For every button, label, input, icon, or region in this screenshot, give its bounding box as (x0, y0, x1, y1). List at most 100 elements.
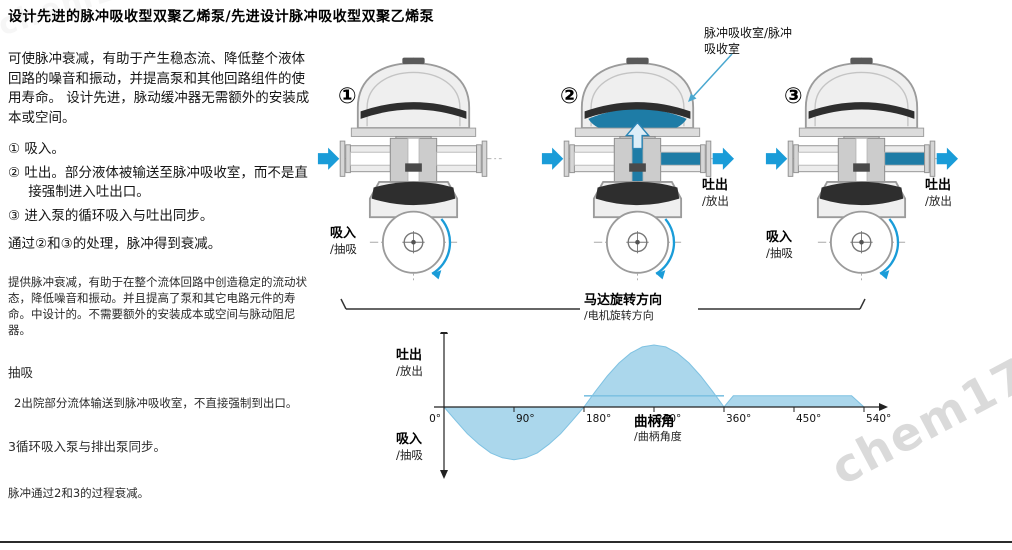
pump-cross-section (317, 57, 502, 281)
step-2: ② 吐出。部分液体被输送至脉冲吸收室，而不是直接强制进入吐出口。 (8, 164, 308, 201)
x-tick-label: 450° (796, 413, 821, 425)
suction-axis-main: 吸入 (396, 432, 423, 447)
pump-diagram-2 (540, 52, 735, 284)
rotation-arrow-icon (879, 218, 900, 275)
pipe-assembly (563, 121, 712, 183)
top-cap (626, 57, 649, 65)
discharge-channel (660, 151, 702, 166)
center-channel (855, 137, 868, 183)
flow-arrows (765, 147, 959, 170)
discharge-label-sub: /放出 (702, 194, 729, 209)
page-title: 设计先进的脉冲吸收型双聚乙烯泵/先进设计脉冲吸收型双聚乙烯泵 (8, 9, 435, 25)
left-text-column: 可使脉冲衰减，有助于产生稳态流、降低整个液体回路的噪音和振动，并提高泵和其他回路… (8, 50, 310, 501)
pump-diagram-3 (764, 52, 959, 284)
rotation-arrow-icon (431, 218, 452, 275)
top-cap (850, 57, 873, 65)
pump-cross-section (541, 57, 735, 281)
flow-arrows (541, 147, 735, 170)
discharge-axis-main: 吐出 (396, 348, 423, 363)
pump-2-number: ② (560, 84, 579, 109)
discharge-channel (884, 151, 926, 166)
suction-channel (573, 151, 615, 166)
secondary-step-2: 2出院部分流体输送到脉冲吸收室，不直接强制到出口。 (14, 395, 298, 410)
step-1: ① 吸入。 (8, 141, 65, 158)
summary-line: 通过②和③的处理，脉冲得到衰减。 (8, 235, 222, 252)
secondary-intro: 提供脉冲衰减，有助于在整个流体回路中创造稳定的流动状态，降低噪音和振动。并且提高… (8, 275, 307, 338)
crank-drive (381, 210, 452, 280)
inlet-arrow-icon (765, 147, 788, 170)
attenuated-discharge-continuation (722, 395, 866, 408)
crank-angle-chart: 0° 90° 180° 270° 360° 450° 540° (429, 332, 891, 479)
crank-angle-sub: /曲柄角度 (634, 430, 682, 444)
suction-channel (797, 151, 839, 166)
chamber-annotation: 脉冲吸收室/脉冲 吸收室 (704, 26, 804, 57)
intro-paragraph: 可使脉冲衰减，有助于产生稳态流、降低整个液体回路的噪音和振动，并提高泵和其他回路… (8, 51, 310, 126)
chart-discharge-label: 吐出 /放出 (396, 348, 423, 379)
step-3: ③ 进入泵的循环吸入与吐出同步。 (8, 207, 214, 224)
step-list: ① 吸入。 ② 吐出。部分液体被输送至脉冲吸收室，而不是直接强制进入吐出口。 ③… (8, 140, 310, 226)
secondary-step-1: 抽吸 (8, 365, 34, 381)
x-tick-label: 540° (866, 413, 891, 425)
suction-label-main: 吸入 (330, 226, 357, 241)
pump-cross-section (765, 57, 959, 281)
pulse-absorption-chamber (350, 57, 477, 137)
upper-diaphragm (584, 102, 691, 119)
x-tick-label: 270° (656, 413, 681, 425)
crank-angle-main: 曲柄角 (634, 414, 675, 430)
motor-direction-main: 马达旋转方向 (584, 293, 663, 308)
top-cap (402, 57, 425, 65)
x-tick-label: 360° (726, 413, 751, 425)
crank-drive (829, 210, 900, 280)
y-axis-up-arrow-icon (440, 332, 448, 334)
rotation-arrow-icon (655, 218, 676, 275)
suction-axis-sub: /抽吸 (396, 448, 423, 463)
pulse-absorption-chamber (798, 57, 925, 137)
pump-2-discharge-label: 吐出 /放出 (702, 178, 729, 209)
flow-arrows (317, 147, 340, 170)
chamber-annotation-line2: 吸收室 (704, 41, 741, 56)
pipe-assembly (787, 135, 936, 183)
pump-1-suction-label: 吸入 /抽吸 (330, 226, 357, 257)
pump-chamber (368, 180, 459, 219)
outlet-arrow-icon (712, 147, 735, 170)
pulse-absorption-chamber (574, 57, 701, 138)
bottom-divider (0, 541, 1012, 543)
pipe-assembly (339, 135, 488, 183)
outlet-arrow-icon (936, 147, 959, 170)
x-axis-arrow-icon (879, 403, 888, 411)
discharge-label-main: 吐出 (702, 178, 729, 193)
pump-3-suction-label: 吸入 /抽吸 (766, 230, 793, 261)
motor-direction-bracket (340, 298, 866, 310)
motor-direction-label: 马达旋转方向 /电机旋转方向 (584, 293, 662, 322)
upper-diaphragm (808, 102, 915, 119)
x-tick-label: 180° (586, 413, 611, 425)
discharge-label-main: 吐出 (925, 178, 952, 193)
x-tick-label: 90° (516, 413, 535, 425)
lower-diaphragm (819, 181, 904, 206)
x-tick-label: 0° (429, 413, 441, 425)
chamber-annotation-line1: 脉冲吸收室/脉冲 (704, 26, 793, 40)
discharge-channel (436, 151, 478, 166)
pump-chamber (592, 180, 683, 219)
inlet-arrow-icon (541, 147, 564, 170)
suction-channel (349, 151, 391, 166)
upper-diaphragm (360, 102, 467, 119)
pump-1-number: ① (338, 84, 357, 109)
secondary-summary: 脉冲通过2和3的过程衰减。 (8, 485, 150, 500)
chart-suction-label: 吸入 /抽吸 (396, 432, 423, 463)
secondary-step-3: 3循环吸入泵与排出泵同步。 (8, 439, 166, 455)
pump-chamber (816, 180, 907, 219)
lower-diaphragm (595, 181, 680, 206)
suction-label-sub: /抽吸 (766, 246, 793, 261)
y-axis-down-arrow-icon (440, 470, 448, 479)
crank-drive (605, 210, 676, 280)
motor-direction-sub: /电机旋转方向 (584, 308, 654, 322)
lower-diaphragm (371, 181, 456, 206)
suction-label-sub: /抽吸 (330, 242, 357, 257)
upflow-arrow-icon (624, 121, 651, 150)
discharge-label-sub: /放出 (925, 194, 952, 209)
pump-3-number: ③ (784, 84, 803, 109)
chamber-leader-arrow (688, 53, 733, 102)
pump-stroke-flow-wave (442, 344, 725, 461)
